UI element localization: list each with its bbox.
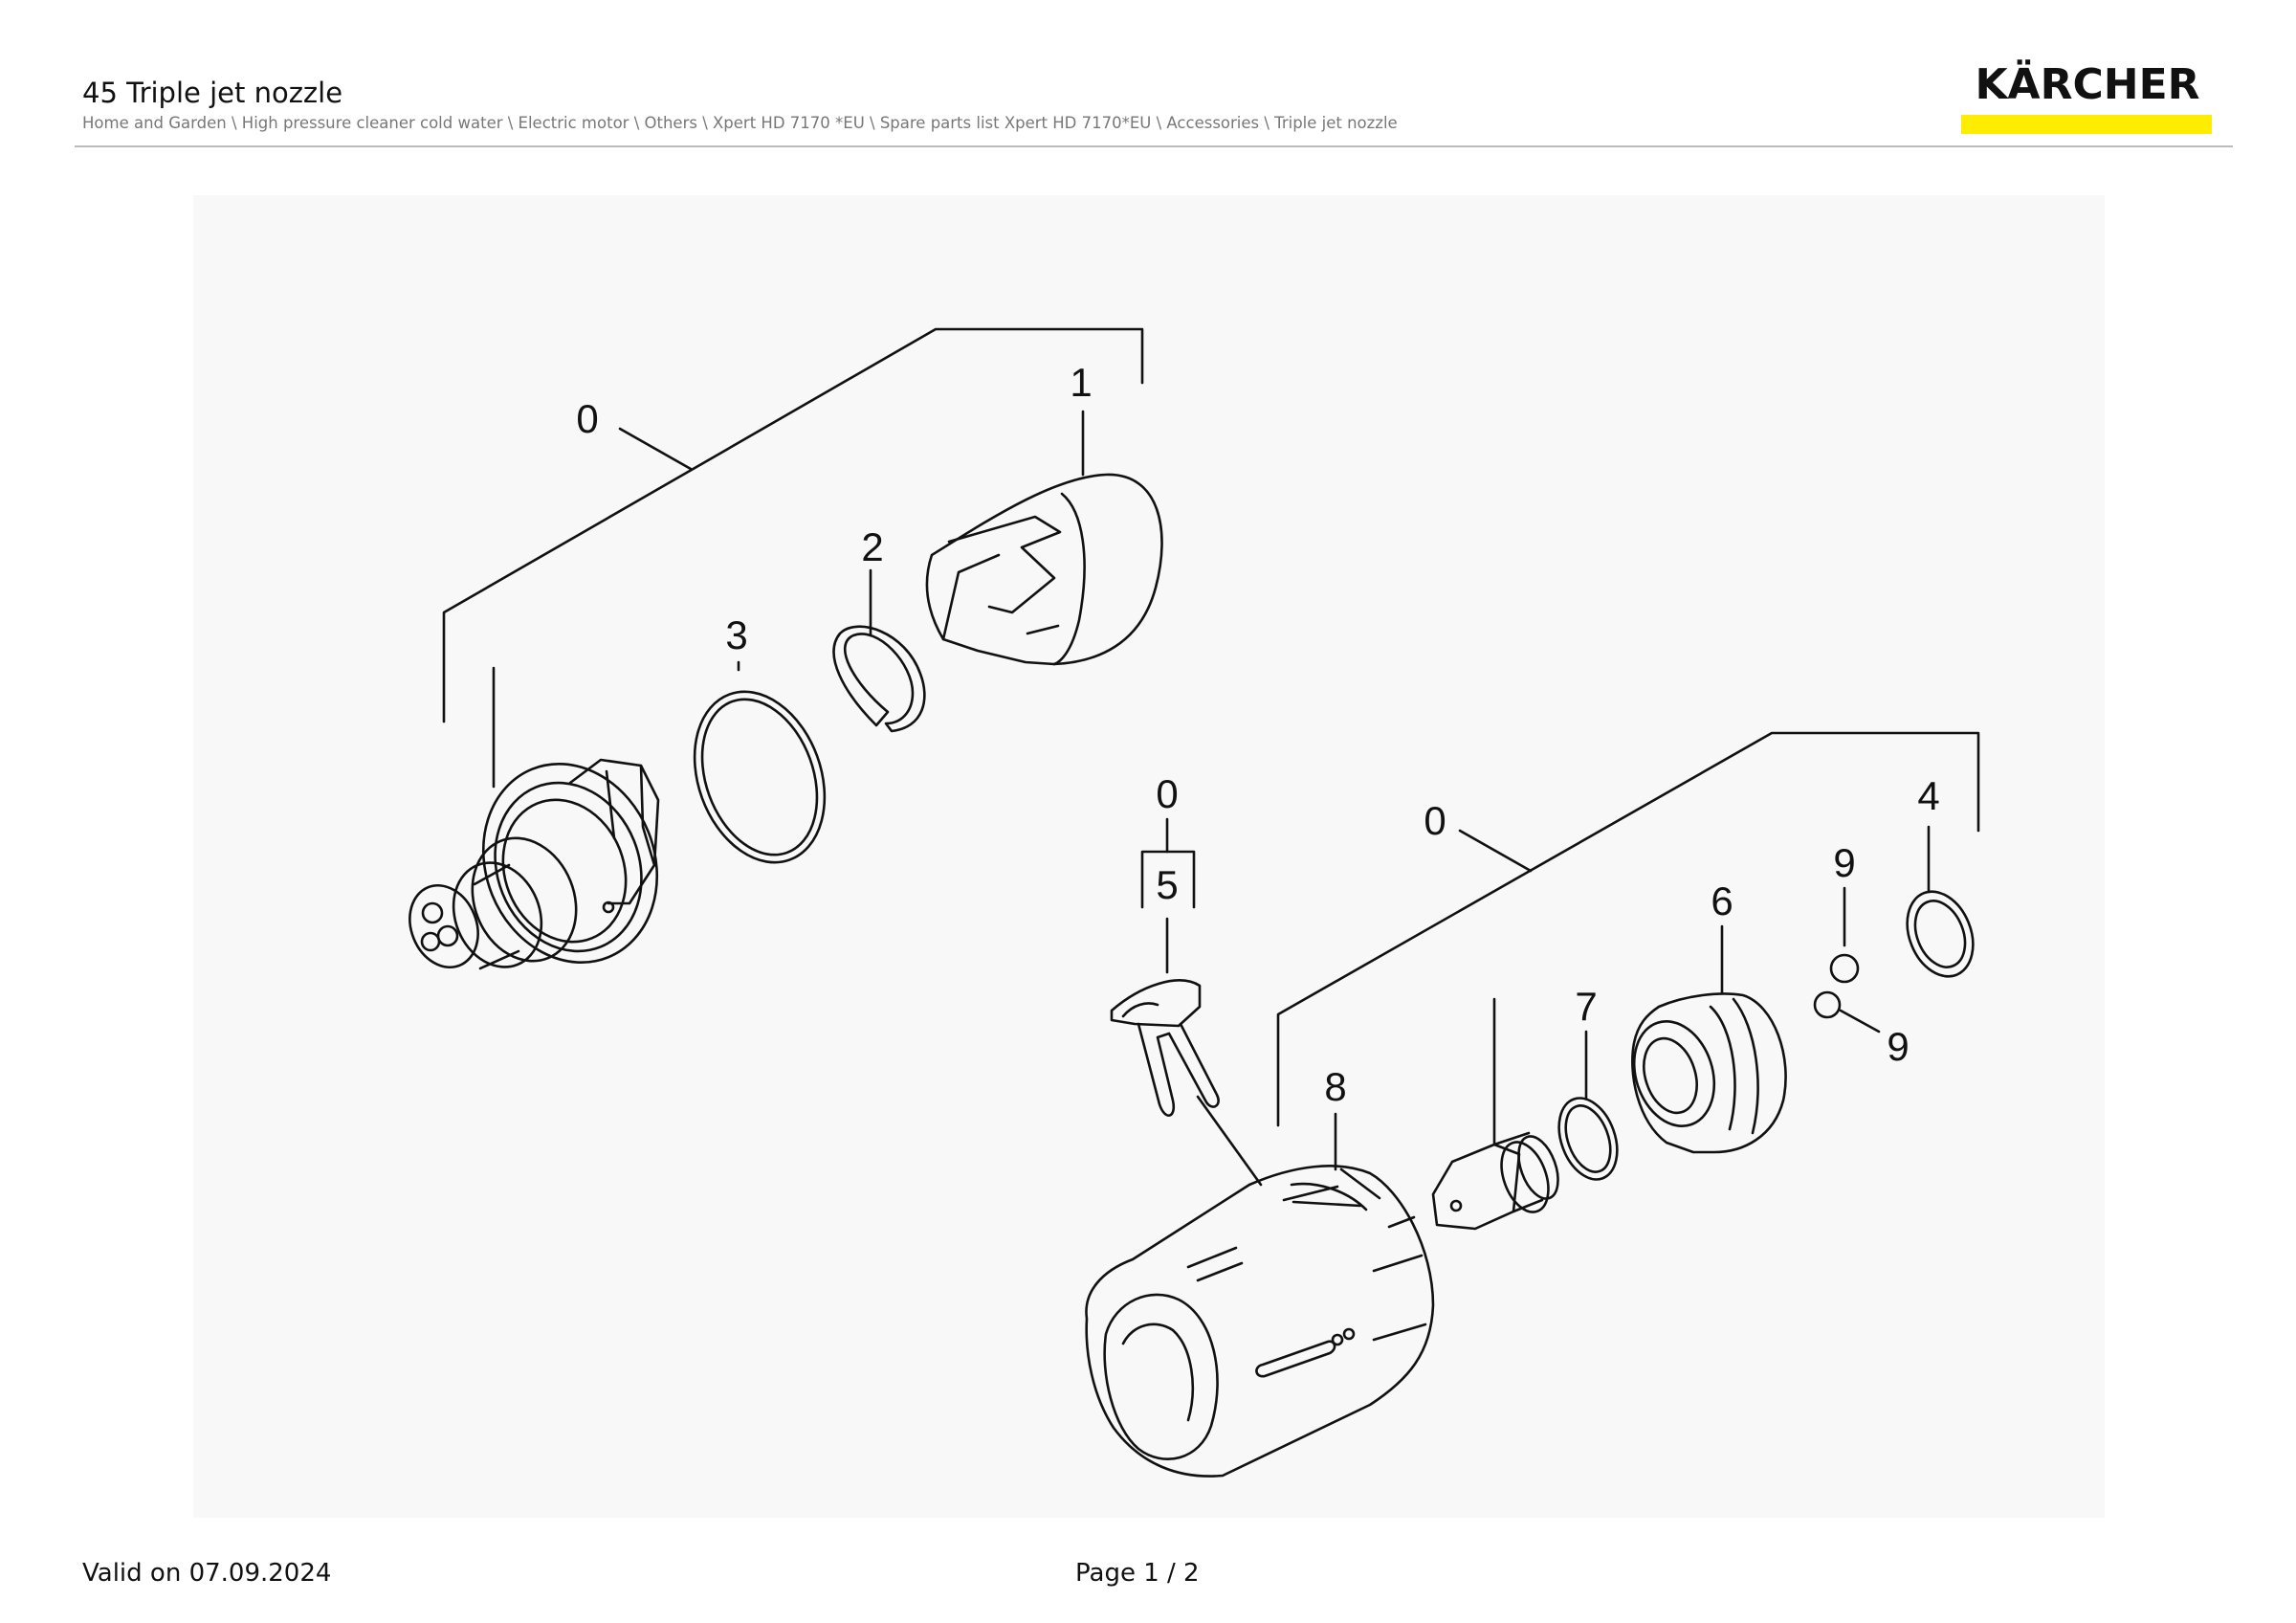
retaining-clip-part-2	[832, 568, 926, 733]
page-title: 45 Triple jet nozzle	[82, 77, 343, 109]
callout-label: 2	[861, 524, 883, 569]
callout-label: 0	[1424, 798, 1446, 843]
callout-label: 3	[725, 612, 747, 657]
callout-label: 9	[1887, 1024, 1909, 1069]
page-number: Page 1 / 2	[1075, 1559, 1200, 1588]
callout-label: 0	[1156, 771, 1178, 816]
callout-label: 1	[1070, 360, 1092, 405]
callout-label: 7	[1575, 984, 1597, 1029]
ring-part-4	[1906, 825, 1975, 978]
nozzle-cap-part-1	[925, 410, 1163, 666]
locking-slider-part-5	[1110, 917, 1263, 1187]
logo-wordmark: KÄRCHER	[1975, 60, 2200, 109]
sleeve-part-6	[1631, 924, 1787, 1154]
nozzle-housing-part-8	[1085, 1112, 1435, 1478]
logo-yellow-bar	[1961, 115, 2212, 134]
o-ring-part-3	[693, 660, 827, 864]
upper-assembly-bracket	[442, 327, 1144, 723]
callout-label: 0	[576, 396, 598, 441]
breadcrumb: Home and Garden \ High pressure cleaner …	[82, 114, 1398, 132]
callout-label: 5	[1156, 862, 1178, 907]
callout-labels: 0 1 2 3 0 5 0 4 9 6 9 7 8	[576, 360, 1939, 1109]
nozzle-body-part	[408, 666, 660, 970]
callout-label: 4	[1917, 773, 1939, 818]
callout-label: 6	[1711, 878, 1733, 923]
nozzle-insert-part	[1431, 997, 1559, 1231]
callout-label: 9	[1833, 840, 1855, 885]
callout-label: 8	[1324, 1064, 1346, 1109]
lower-assembly-bracket	[1276, 731, 1980, 1127]
karcher-logo: KÄRCHER	[1961, 63, 2219, 140]
header-divider	[75, 145, 2233, 147]
o-ring-part-7	[1557, 1030, 1619, 1181]
exploded-parts-drawing: 0 1 2 3 0 5 0 4 9 6 9 7 8	[193, 195, 2105, 1518]
valid-date: Valid on 07.09.2024	[82, 1559, 332, 1588]
ball-parts-9	[1813, 886, 1881, 1034]
page-header: 45 Triple jet nozzle Home and Garden \ H…	[0, 0, 2296, 153]
lock-set-bracket	[1140, 817, 1196, 909]
parts-drawing-svg: 0 1 2 3 0 5 0 4 9 6 9 7 8	[408, 327, 1980, 1478]
